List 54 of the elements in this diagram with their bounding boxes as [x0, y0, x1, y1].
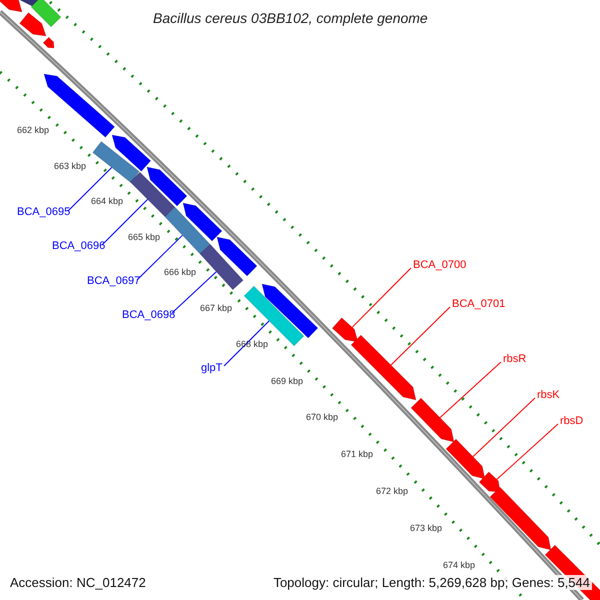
gene-segment: [92, 141, 140, 183]
gene-segment: [446, 438, 486, 480]
gene-label: BCA_0701: [452, 299, 506, 310]
gene-label: BCA_0696: [52, 241, 106, 252]
gene-segment: [350, 334, 416, 400]
footer-note: Topology: circular; Length: 5,269,628 bp; Genes: 5,544: [271, 575, 592, 590]
gene-label: BCA_0697: [87, 276, 140, 287]
leader-line: [224, 320, 270, 366]
gene-segment: [130, 172, 176, 218]
gene-segment: [262, 284, 318, 338]
leader-line: [102, 198, 148, 246]
gene-segment: [490, 486, 552, 550]
leader-line: [472, 398, 536, 458]
gene-segment: [146, 166, 188, 206]
leader-line: [172, 271, 217, 314]
gene-label: BCA_0695: [17, 207, 70, 218]
gene-segment: [19, 12, 46, 36]
scale-label: 665 kbp: [128, 233, 160, 242]
gene-label: BCA_0700: [413, 260, 466, 271]
gene-segment: [200, 244, 244, 290]
gene-segment: [182, 202, 222, 242]
leader-line: [352, 268, 412, 328]
leader-line: [390, 306, 450, 366]
gene-segment: [30, 0, 62, 28]
gene-label: glpT: [201, 363, 222, 374]
scale-label: 663 kbp: [54, 162, 86, 171]
title: Bacillus cereus 03BB102, complete genome: [153, 11, 428, 25]
footer-note: Accession: NC_012472: [8, 575, 148, 590]
gene-segment: [164, 206, 210, 254]
gene-label: rbsD: [560, 416, 584, 427]
scale-label: 669 kbp: [271, 377, 304, 386]
gene-segment: [410, 398, 454, 442]
scale-label: 662 kbp: [17, 126, 50, 135]
scale-label: 666 kbp: [164, 268, 196, 277]
gene-segment: [478, 472, 500, 492]
scale-label: 670 kbp: [306, 413, 338, 422]
gene-label: BCA_0698: [122, 310, 176, 321]
gene-segment: [42, 36, 54, 48]
gene-label: rbsR: [503, 354, 526, 365]
scale-label: 674 kbp: [443, 561, 476, 570]
leader-line: [496, 424, 558, 480]
leader-line: [440, 362, 502, 418]
gene-segment: [332, 318, 358, 342]
gene-segment: [0, 0, 22, 12]
gene-segment: [216, 236, 258, 276]
gene-segment: [112, 134, 151, 172]
gene-label: rbsK: [537, 390, 560, 401]
scale-label: 672 kbp: [376, 487, 408, 496]
scale-label: 673 kbp: [410, 524, 442, 533]
scale-label: 667 kbp: [200, 304, 232, 313]
scale-label: 671 kbp: [341, 450, 374, 459]
leader-line: [68, 167, 112, 212]
leader-line: [136, 234, 183, 280]
scale-label: 664 kbp: [91, 197, 124, 206]
